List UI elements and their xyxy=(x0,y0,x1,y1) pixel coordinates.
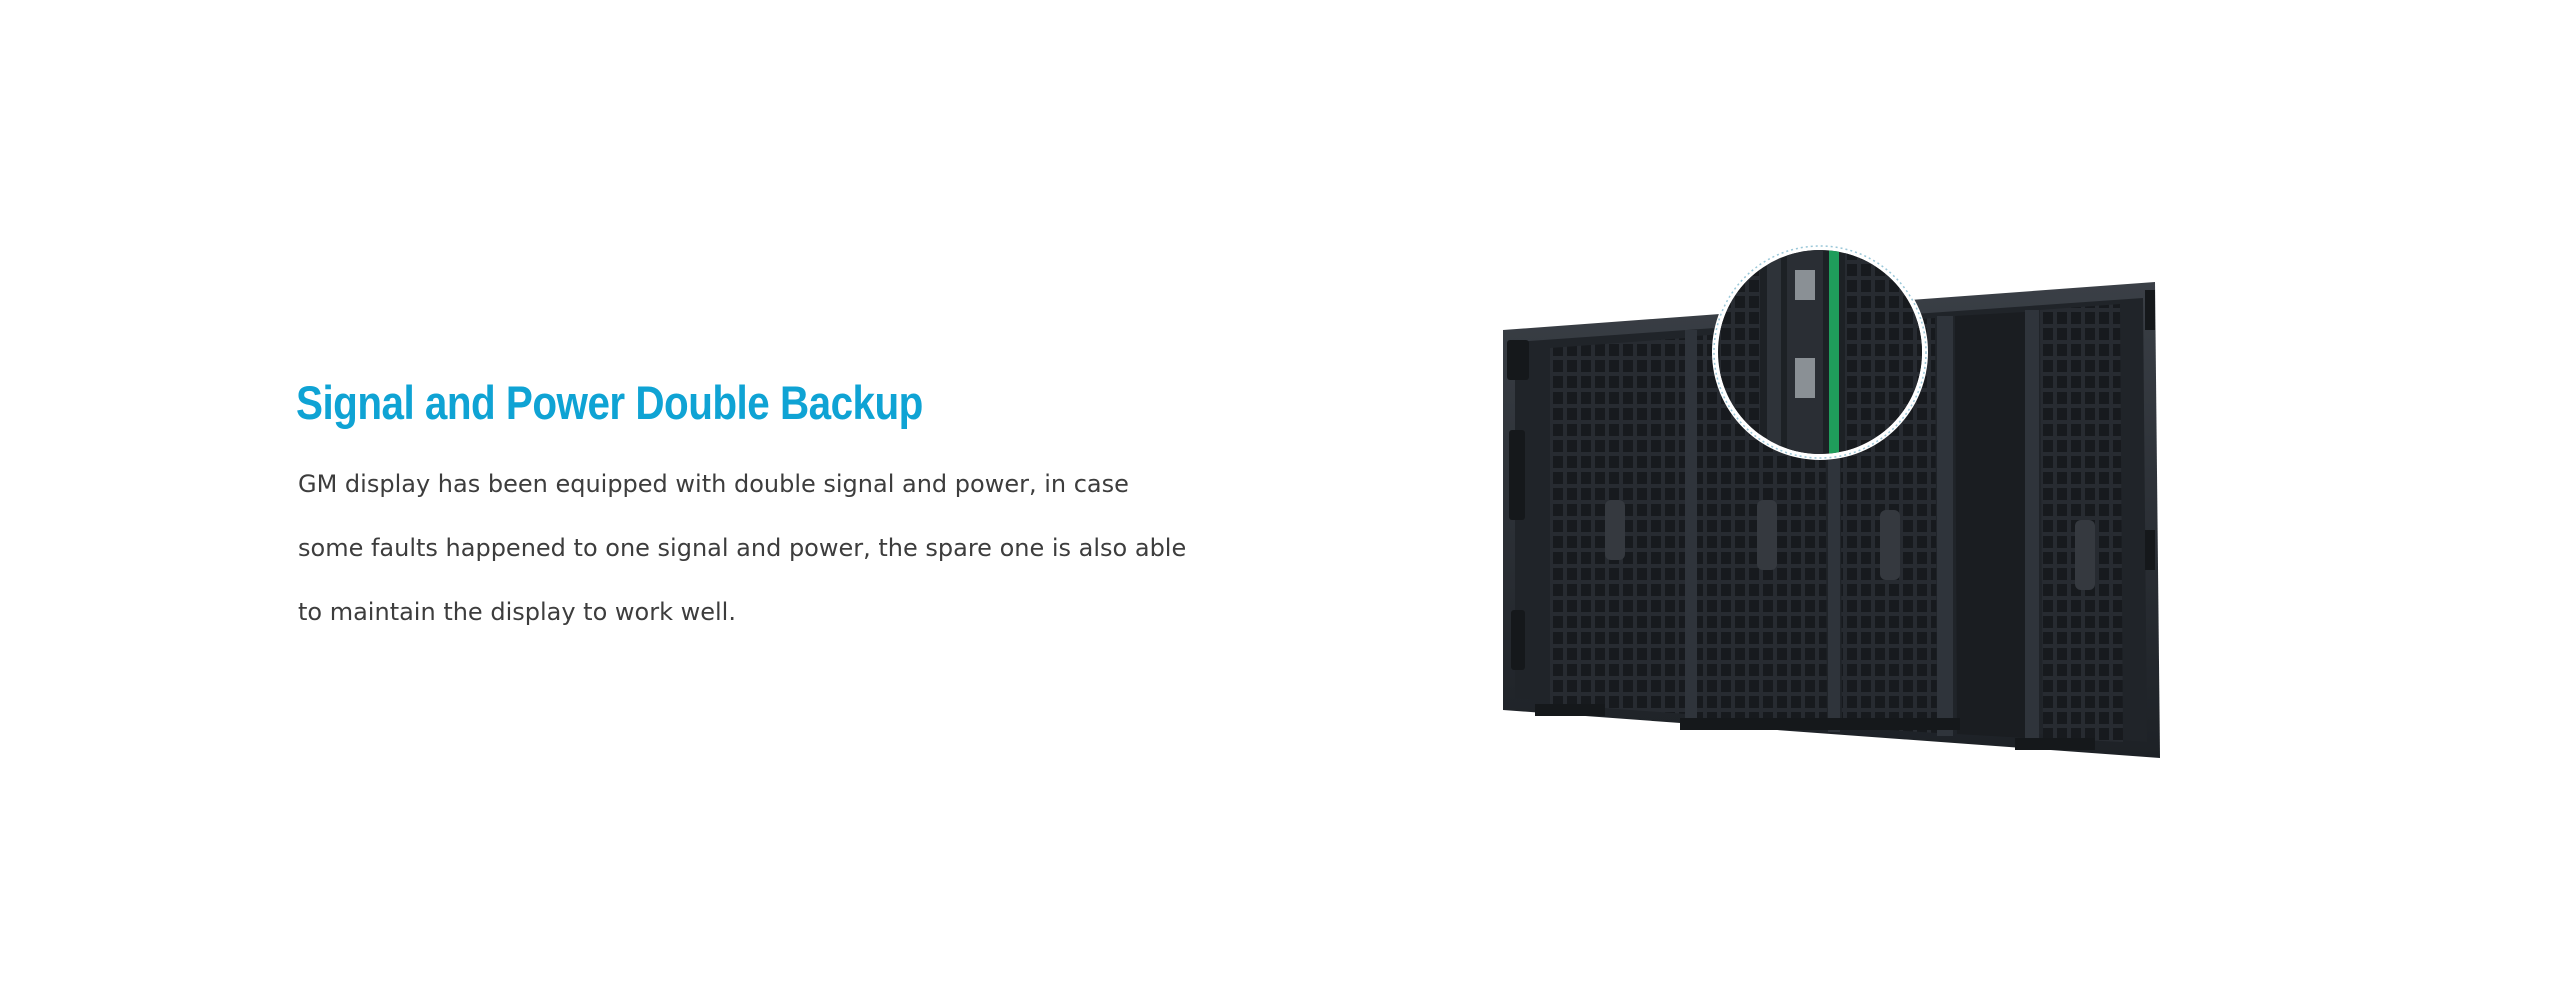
feature-text-block: Signal and Power Double Backup GM displa… xyxy=(296,372,1196,644)
feature-title: Signal and Power Double Backup xyxy=(296,376,923,429)
led-cabinet-illustration xyxy=(1503,244,2160,758)
feature-description: GM display has been equipped with double… xyxy=(298,470,1187,626)
signal-board xyxy=(1829,250,1839,454)
product-image xyxy=(1495,230,2175,770)
module-panel xyxy=(1955,312,2027,738)
